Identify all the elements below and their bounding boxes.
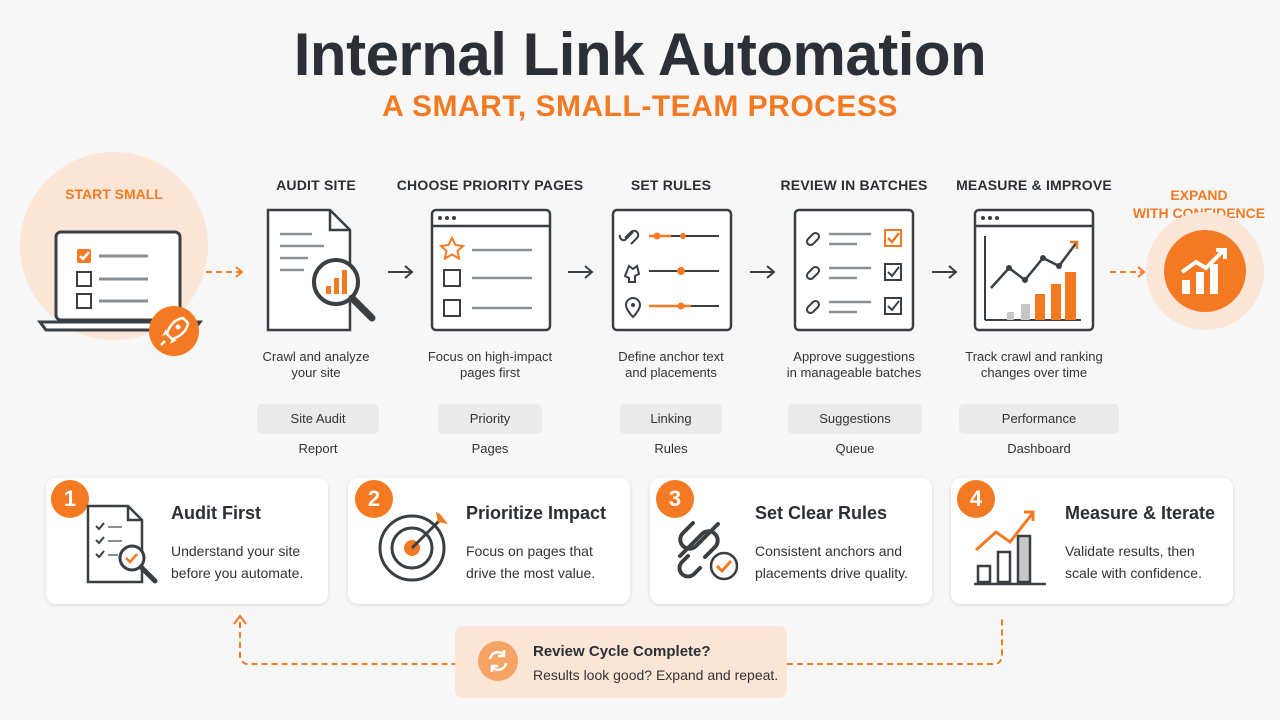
page-title: Internal Link Automation — [293, 21, 987, 88]
review-checklist-icon — [793, 208, 915, 332]
site-audit-report-pill[interactable]: Site Audit Report — [257, 404, 379, 456]
review-cycle-title: Review Cycle Complete? — [533, 643, 711, 660]
card-title: Audit First — [171, 503, 261, 523]
step-set-rules-label: SET RULES — [630, 177, 712, 193]
card-text-line: scale with confidence. — [1065, 565, 1202, 581]
performance-chart-icon — [973, 208, 1095, 332]
target-icon — [378, 512, 448, 582]
card-number: 2 — [355, 480, 393, 518]
desc-line: Approve suggestions — [793, 349, 915, 364]
expand-inner-circle — [1164, 230, 1246, 312]
priority-pages-pill[interactable]: Priority Pages — [438, 404, 542, 456]
card-text-line: placements drive quality. — [755, 565, 909, 581]
step-audit-site-desc: Crawl and analyze your site — [216, 349, 416, 381]
performance-dashboard-pill[interactable]: Performance Dashboard — [959, 404, 1119, 456]
expand-label-line: EXPAND — [1170, 187, 1228, 203]
linking-rules-pill[interactable]: Linking Rules — [620, 404, 722, 456]
card-text-line: Consistent anchors and — [755, 543, 903, 559]
card-text-line: Understand your site — [171, 543, 301, 559]
card-text-line: Focus on pages that — [466, 543, 593, 559]
desc-line: Define anchor text — [618, 349, 724, 364]
page-subtitle: A SMART, SMALL-TEAM PROCESS — [382, 90, 898, 123]
card-text-line: drive the most value. — [466, 565, 596, 581]
desc-line: your site — [291, 365, 341, 380]
desc-line: changes over time — [980, 365, 1088, 380]
card-title: Measure & Iterate — [1065, 503, 1216, 523]
step-measure-improve-desc: Track crawl and ranking changes over tim… — [934, 349, 1134, 381]
document-magnifier-icon — [266, 208, 376, 332]
review-cycle-text: Results look good? Expand and repeat. — [533, 667, 779, 683]
card-text: Focus on pages that drive the most value… — [466, 540, 626, 584]
card-number: 3 — [656, 480, 694, 518]
step-review-batches-label: REVIEW IN BATCHES — [780, 177, 928, 193]
card-text: Validate results, then scale with confid… — [1065, 540, 1225, 584]
audit-document-icon — [86, 504, 158, 584]
step-measure-improve-label: MEASURE & IMPROVE — [956, 177, 1112, 193]
feedback-loop-arrows — [233, 614, 1003, 665]
step-priority-pages-label: CHOOSE PRIORITY PAGES — [396, 177, 584, 193]
desc-line: pages first — [460, 365, 520, 380]
step-priority-pages-desc: Focus on high-impact pages first — [390, 349, 590, 381]
rocket-icon — [149, 306, 199, 356]
desc-line: Track crawl and ranking — [965, 349, 1103, 364]
bar-growth-icon — [974, 510, 1046, 586]
card-text-line: before you automate. — [171, 565, 304, 581]
start-small-label: START SMALL — [65, 186, 163, 202]
growth-chart-icon — [1180, 248, 1227, 294]
desc-line: Crawl and analyze — [262, 349, 370, 364]
card-number: 1 — [51, 480, 89, 518]
laptop-checklist-icon — [37, 230, 203, 332]
suggestions-queue-pill[interactable]: Suggestions Queue — [788, 404, 922, 456]
step-audit-site-label: AUDIT SITE — [276, 177, 356, 193]
card-title: Set Clear Rules — [755, 503, 888, 523]
browser-star-list-icon — [430, 208, 552, 332]
refresh-cycle-circle — [478, 641, 518, 681]
card-text: Understand your site before you automate… — [171, 540, 331, 584]
desc-line: and placements — [625, 365, 717, 380]
desc-line: Focus on high-impact — [427, 349, 553, 364]
card-title: Prioritize Impact — [466, 503, 607, 523]
process-flow-arrows — [206, 265, 1146, 279]
step-review-batches-desc: Approve suggestions in manageable batche… — [754, 349, 954, 381]
refresh-icon — [488, 650, 508, 672]
rules-sliders-icon — [611, 208, 733, 332]
step-set-rules-desc: Define anchor text and placements — [571, 349, 771, 381]
card-number: 4 — [957, 480, 995, 518]
card-text: Consistent anchors and placements drive … — [755, 540, 925, 584]
desc-line: in manageable batches — [786, 365, 922, 380]
card-text-line: Validate results, then — [1065, 543, 1195, 559]
link-chain-check-icon — [677, 521, 739, 581]
